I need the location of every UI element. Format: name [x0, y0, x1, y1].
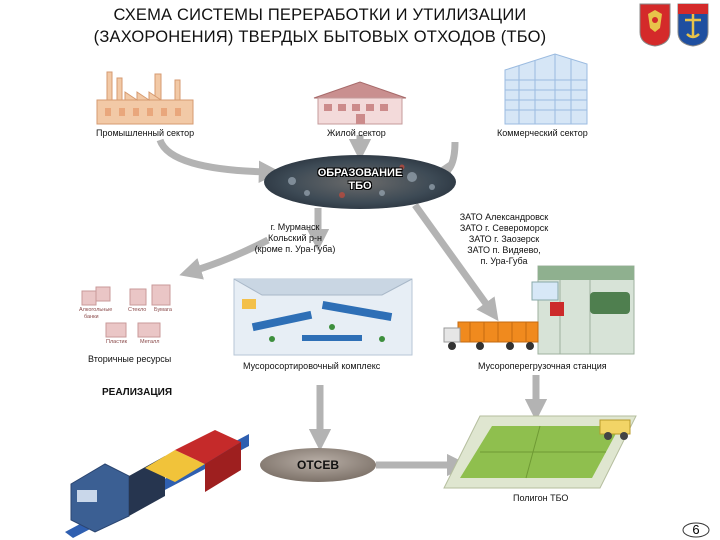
left-route-line: Кольский р-н	[268, 233, 322, 243]
factory-icon	[96, 71, 194, 125]
title-line-2: (ЗАХОРОНЕНИЯ) ТВЕРДЫХ БЫТОВЫХ ОТХОДОВ (Т…	[93, 28, 547, 46]
right-route-line: ЗАТО г. Заозерск	[468, 234, 540, 244]
left-route-label: г. Мурманск Кольский р-н (кроме п. Ура-Г…	[240, 222, 350, 255]
train-icon	[65, 430, 249, 538]
recyclable-plastic: Пластик	[106, 339, 127, 345]
right-route-label: ЗАТО Александровск ЗАТО г. Североморск З…	[444, 212, 564, 267]
landfill-icon	[443, 415, 637, 489]
recyclable-glass: Стекло	[128, 307, 147, 313]
arrow-sorting-to-recyclables	[179, 236, 270, 280]
recyclables-label: Вторичные ресурсы	[88, 354, 172, 364]
arrow-industrial-to-formation	[156, 138, 282, 183]
otsev-label: ОТСЕВ	[297, 458, 339, 472]
coat-of-arms-icon	[639, 3, 671, 47]
commercial-sector-label: Коммерческий сектор	[497, 128, 588, 138]
right-route-line: ЗАТО п. Видяево,	[467, 245, 541, 255]
page-number: 6	[692, 522, 700, 537]
page-number-badge	[682, 522, 710, 538]
right-route-line: ЗАТО Александровск	[459, 212, 549, 222]
residential-sector-label: Жилой сектор	[327, 128, 386, 138]
left-route-line: г. Мурманск	[270, 222, 320, 232]
office-building-icon	[504, 53, 588, 125]
title-line-1: СХЕМА СИСТЕМЫ ПЕРЕРАБОТКИ И УТИЛИЗАЦИИ	[113, 6, 527, 24]
formation-ellipse	[264, 155, 456, 209]
right-route-line: п. Ура-Губа	[480, 256, 528, 266]
recyclable-metal: Металл	[140, 339, 160, 345]
formation-label: ОБРАЗОВАНИЕ ТБО	[290, 167, 430, 193]
recyclables-icon	[81, 284, 171, 338]
formation-line-2: ТБО	[348, 180, 372, 192]
right-route-line: ЗАТО г. Североморск	[459, 223, 549, 233]
arrow-formation-to-transfer	[412, 202, 499, 322]
formation-line-1: ОБРАЗОВАНИЕ	[317, 167, 403, 179]
realization-label: РЕАЛИЗАЦИЯ	[102, 387, 173, 398]
sorting-complex-label: Мусоросортировочный комплекс	[243, 361, 381, 371]
recyclable-paper: Бумага	[154, 307, 172, 313]
house-icon	[313, 81, 407, 125]
page-title: СХЕМА СИСТЕМЫ ПЕРЕРАБОТКИ И УТИЛИЗАЦИИ (…	[40, 4, 600, 48]
sorting-complex-icon	[233, 278, 413, 356]
recyclable-cans: банки	[84, 314, 99, 320]
otsev-ellipse	[260, 448, 376, 482]
landfill-label: Полигон ТБО	[513, 493, 569, 503]
recyclables-labels: Алкогольные банки Стекло Бумага Пластик …	[78, 283, 182, 351]
coat-of-arms-murmansk-icon	[677, 3, 709, 47]
transfer-station-icon	[443, 265, 635, 355]
recyclable-alcohol: Алкогольные	[79, 307, 113, 313]
industrial-sector-label: Промышленный сектор	[96, 128, 195, 138]
transfer-station-label: Мусороперегрузочная станция	[478, 361, 607, 371]
left-route-line: (кроме п. Ура-Губа)	[254, 244, 336, 254]
